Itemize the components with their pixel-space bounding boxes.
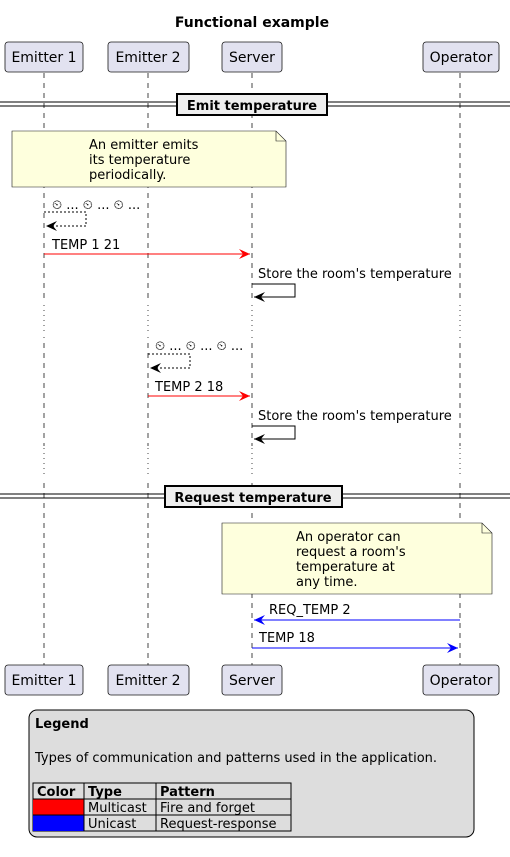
message-label: ⏲ ... ⏲ ... ⏲ ...: [52, 198, 140, 213]
participant-emitter-1: Emitter 1: [4, 41, 84, 73]
message-req-temp: REQ_TEMP 2: [254, 603, 460, 625]
note-line: temperature at: [296, 560, 395, 575]
participants-top: Emitter 1 Emitter 2 Server Operator: [4, 41, 500, 73]
legend-swatch-unicast: [33, 815, 84, 831]
participants-bottom: Emitter 1 Emitter 2 Server Operator: [4, 664, 500, 696]
message-timer-emitter-2: ⏲ ... ⏲ ... ⏲ ...: [148, 339, 243, 373]
note-line: request a room's: [296, 545, 406, 560]
message-label: Store the room's temperature: [258, 267, 452, 282]
participant-emitter-2: Emitter 2: [107, 41, 190, 73]
participant-label: Emitter 2: [115, 50, 180, 66]
message-label: TEMP 1 21: [51, 238, 120, 253]
legend-table: Color Type Pattern Multicast Fire and fo…: [32, 782, 292, 832]
participant-emitter-1-bottom: Emitter 1: [4, 664, 84, 696]
legend: Legend Types of communication and patter…: [28, 709, 475, 838]
divider-label: Emit temperature: [187, 99, 317, 114]
legend-header-pattern: Pattern: [160, 785, 215, 800]
message-store-2: Store the room's temperature: [252, 409, 452, 444]
legend-title: Legend: [35, 717, 89, 732]
message-temp-1: TEMP 1 21: [44, 238, 250, 259]
message-label: Store the room's temperature: [258, 409, 452, 424]
legend-type-unicast: Unicast: [88, 817, 136, 832]
legend-type-multicast: Multicast: [88, 801, 147, 816]
participant-label: Emitter 2: [115, 673, 180, 689]
note-line: An emitter emits: [89, 138, 199, 153]
delay-gaps: [38, 303, 462, 480]
note-line: periodically.: [89, 168, 166, 183]
legend-pattern-multicast: Fire and forget: [160, 801, 255, 816]
message-label: TEMP 18: [258, 631, 315, 646]
message-temp-reply: TEMP 18: [252, 631, 458, 653]
divider-request-temperature: Request temperature: [0, 485, 510, 508]
participant-label: Emitter 1: [11, 50, 76, 66]
legend-header-type: Type: [88, 785, 122, 800]
legend-description: Types of communication and patterns used…: [34, 751, 437, 766]
participant-label: Emitter 1: [11, 673, 76, 689]
participant-label: Operator: [430, 673, 493, 689]
participant-server-bottom: Server: [221, 664, 283, 696]
note-request: An operator can request a room's tempera…: [221, 522, 493, 595]
participant-operator: Operator: [422, 41, 500, 73]
note-line: its temperature: [89, 153, 190, 168]
delay-dots: [43, 305, 461, 478]
participant-server: Server: [221, 41, 283, 73]
participant-emitter-2-bottom: Emitter 2: [107, 664, 190, 696]
message-store-1: Store the room's temperature: [252, 267, 452, 302]
participant-label: Operator: [430, 50, 493, 66]
legend-header-color: Color: [37, 785, 76, 800]
divider-label: Request temperature: [174, 491, 331, 506]
participant-operator-bottom: Operator: [422, 664, 500, 696]
note-line: An operator can: [296, 530, 401, 545]
message-temp-2: TEMP 2 18: [148, 380, 250, 401]
divider-emit-temperature: Emit temperature: [0, 93, 510, 116]
message-label: TEMP 2 18: [154, 380, 223, 395]
note-emit: An emitter emits its temperature periodi…: [11, 130, 287, 188]
legend-swatch-multicast: [33, 799, 84, 815]
legend-pattern-unicast: Request-response: [160, 817, 277, 832]
participant-label: Server: [229, 673, 275, 689]
note-line: any time.: [296, 575, 358, 590]
message-timer-emitter-1: ⏲ ... ⏲ ... ⏲ ...: [44, 198, 140, 231]
diagram-title: Functional example: [175, 15, 329, 31]
participant-label: Server: [229, 50, 275, 66]
message-label: REQ_TEMP 2: [269, 603, 351, 618]
message-label: ⏲ ... ⏲ ... ⏲ ...: [155, 339, 243, 354]
